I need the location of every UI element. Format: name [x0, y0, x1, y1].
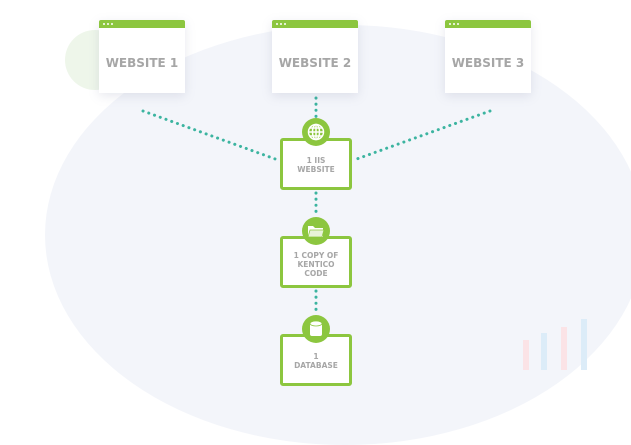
window-titlebar	[99, 20, 185, 28]
folder-icon	[302, 217, 330, 245]
website-2-window: WEBSITE 2	[272, 20, 358, 93]
window-titlebar	[445, 20, 531, 28]
globe-icon	[302, 118, 330, 146]
node-label-line: CODE	[304, 269, 328, 278]
node-label-line: DATABASE	[294, 361, 338, 370]
window-titlebar	[272, 20, 358, 28]
node-label-line: 1 IIS	[306, 156, 326, 165]
connectors	[141, 96, 492, 316]
website-label: WEBSITE 3	[451, 56, 525, 70]
node-label-line: KENTICO	[297, 260, 335, 269]
node-label-line: 1	[313, 352, 319, 361]
website-label: WEBSITE 1	[105, 56, 179, 70]
connector-website1-iis	[141, 109, 280, 162]
connector-website3-iis	[352, 109, 492, 162]
node-label-line: 1 COPY OF	[293, 251, 339, 260]
website-label: WEBSITE 2	[278, 56, 352, 70]
website-1-window: WEBSITE 1	[99, 20, 185, 93]
database-icon	[302, 315, 330, 343]
website-3-window: WEBSITE 3	[445, 20, 531, 93]
decorative-bar-chart-icon	[523, 319, 587, 370]
node-label-line: WEBSITE	[297, 165, 335, 174]
